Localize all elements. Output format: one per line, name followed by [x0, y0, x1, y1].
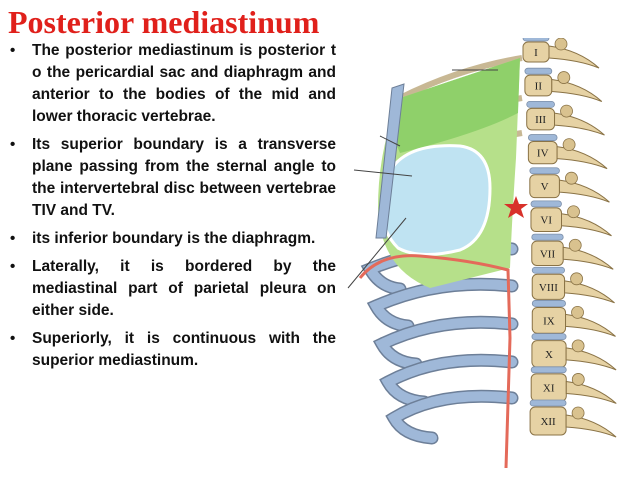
rib — [366, 277, 519, 333]
rib — [372, 315, 519, 371]
rib — [385, 389, 519, 445]
vertebra-label: VI — [540, 215, 552, 227]
rib — [379, 353, 519, 409]
bullet-icon: • — [10, 330, 16, 347]
pericardial-sac — [381, 144, 492, 257]
vertebra-label: V — [541, 181, 549, 193]
vertebra — [530, 200, 612, 237]
vertebra-label: IX — [543, 315, 555, 327]
leader-line — [353, 169, 413, 177]
leader-line — [379, 135, 401, 147]
bullet-icon: • — [10, 136, 16, 153]
bullet-icon: • — [10, 258, 16, 275]
vertebra-label: XI — [543, 382, 555, 394]
vertebra — [531, 333, 617, 371]
leader-lines — [347, 69, 498, 289]
vertebra — [529, 399, 617, 438]
bullet-icon: • — [10, 42, 16, 59]
bullet-text: its inferior boundary is the diaphragm. — [32, 230, 316, 247]
vertebra — [526, 100, 605, 136]
list-item: • Laterally, it is bordered by the media… — [8, 256, 336, 322]
vertebra — [522, 38, 600, 69]
bullet-text: Laterally, it is bordered by the mediast… — [32, 258, 336, 319]
bullet-icon: • — [10, 230, 16, 247]
vertebra — [531, 300, 616, 337]
star-icon — [504, 196, 528, 218]
rib — [398, 55, 523, 101]
vertebra-label: I — [534, 47, 538, 59]
vertebra-label: VII — [540, 248, 556, 260]
vertebra-label: XII — [540, 416, 556, 428]
vertebra-label: IV — [537, 148, 549, 160]
vertebra-label: II — [535, 81, 543, 93]
vertebra — [530, 366, 617, 404]
list-item: • its inferior boundary is the diaphragm… — [8, 228, 336, 250]
vertebra-label: VIII — [539, 282, 558, 294]
vertebra-label: X — [545, 349, 553, 361]
bullet-text: The posterior mediastinum is posterior t… — [32, 42, 336, 125]
page-title: Posterior mediastinum — [8, 4, 320, 40]
list-item: • Superiorly, it is continuous with the … — [8, 328, 336, 372]
bullet-text: Its superior boundary is a transverse pl… — [32, 136, 336, 219]
vertebra — [524, 67, 603, 103]
leader-line — [347, 217, 407, 289]
list-item: • The posterior mediastinum is posterior… — [8, 40, 336, 128]
bullet-list: • The posterior mediastinum is posterior… — [8, 40, 336, 378]
vertebra-label: III — [535, 114, 546, 126]
vertebra — [531, 266, 615, 304]
list-item: • Its superior boundary is a transverse … — [8, 134, 336, 222]
diaphragm-line — [358, 254, 512, 469]
superior-mediastinum-region — [394, 58, 520, 153]
sternum — [375, 83, 405, 239]
thoracic-spine — [522, 38, 617, 438]
bullet-text: Superiorly, it is continuous with the su… — [32, 330, 336, 369]
vertebra — [529, 167, 610, 203]
vertebra — [527, 134, 608, 170]
vertebra — [531, 233, 614, 270]
